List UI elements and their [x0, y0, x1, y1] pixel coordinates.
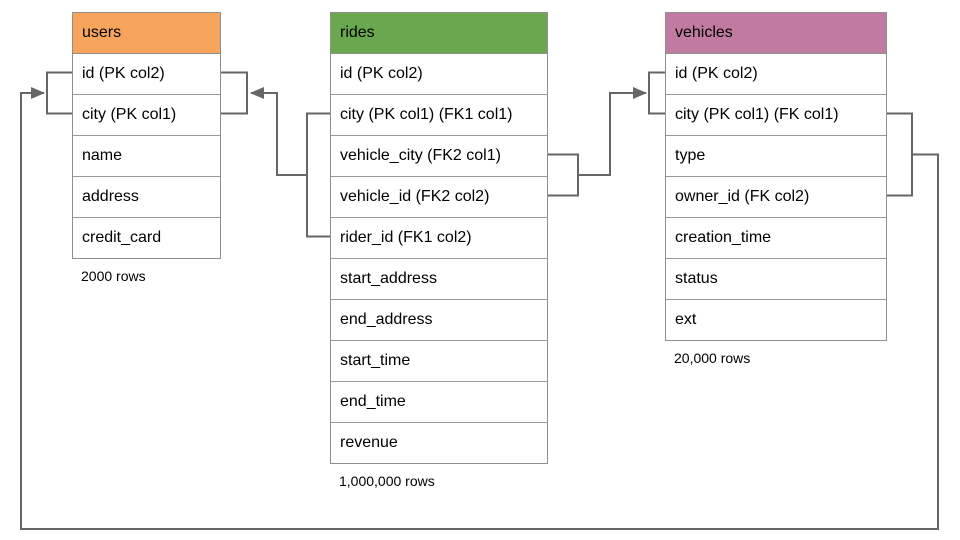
fk-long-arrow-line [20, 87, 939, 530]
column-row: credit_card [73, 217, 220, 258]
column-row: id (PK col2) [73, 53, 220, 94]
table-rides: rides id (PK col2) city (PK col1) (FK1 c… [330, 12, 548, 489]
table-users-rowcount: 2000 rows [81, 268, 146, 284]
connector-rides-users-fk1 [221, 71, 330, 238]
table-rides-header: rides [331, 13, 547, 53]
column-row: id (PK col2) [666, 53, 886, 94]
column-row: start_address [331, 258, 547, 299]
column-row: vehicle_id (FK2 col2) [331, 176, 547, 217]
column-row: creation_time [666, 217, 886, 258]
column-row: type [666, 135, 886, 176]
column-row: address [73, 176, 220, 217]
column-row: id (PK col2) [331, 53, 547, 94]
rides-right-bracket [548, 153, 579, 197]
connector-vehicles-users-fk [20, 71, 939, 530]
table-vehicles-header: vehicles [666, 13, 886, 53]
column-row: name [73, 135, 220, 176]
column-row: end_time [331, 381, 547, 422]
table-vehicles: vehicles id (PK col2) city (PK col1) (FK… [665, 12, 887, 366]
column-row: end_address [331, 299, 547, 340]
fk1-arrow-line [250, 87, 307, 176]
table-users: users id (PK col2) city (PK col1) name a… [72, 12, 221, 284]
column-row: status [666, 258, 886, 299]
column-row: rider_id (FK1 col2) [331, 217, 547, 258]
users-left-bracket [46, 71, 72, 115]
column-row: vehicle_city (FK2 col1) [331, 135, 547, 176]
column-row: city (PK col1) [73, 94, 220, 135]
connector-rides-vehicles-fk2 [548, 71, 665, 197]
vehicles-left-bracket [648, 71, 665, 115]
column-row: revenue [331, 422, 547, 463]
users-right-bracket [221, 71, 248, 115]
column-row: start_time [331, 340, 547, 381]
column-row: owner_id (FK col2) [666, 176, 886, 217]
table-vehicles-rowcount: 20,000 rows [674, 350, 751, 366]
column-row: city (PK col1) (FK1 col1) [331, 94, 547, 135]
table-users-header: users [73, 13, 220, 53]
column-row: city (PK col1) (FK col1) [666, 94, 886, 135]
table-rides-rowcount: 1,000,000 rows [339, 473, 435, 489]
vehicles-right-bracket [887, 112, 913, 197]
column-row: ext [666, 299, 886, 340]
rides-left-bracket [306, 112, 330, 238]
fk2-arrow-line [578, 87, 647, 176]
